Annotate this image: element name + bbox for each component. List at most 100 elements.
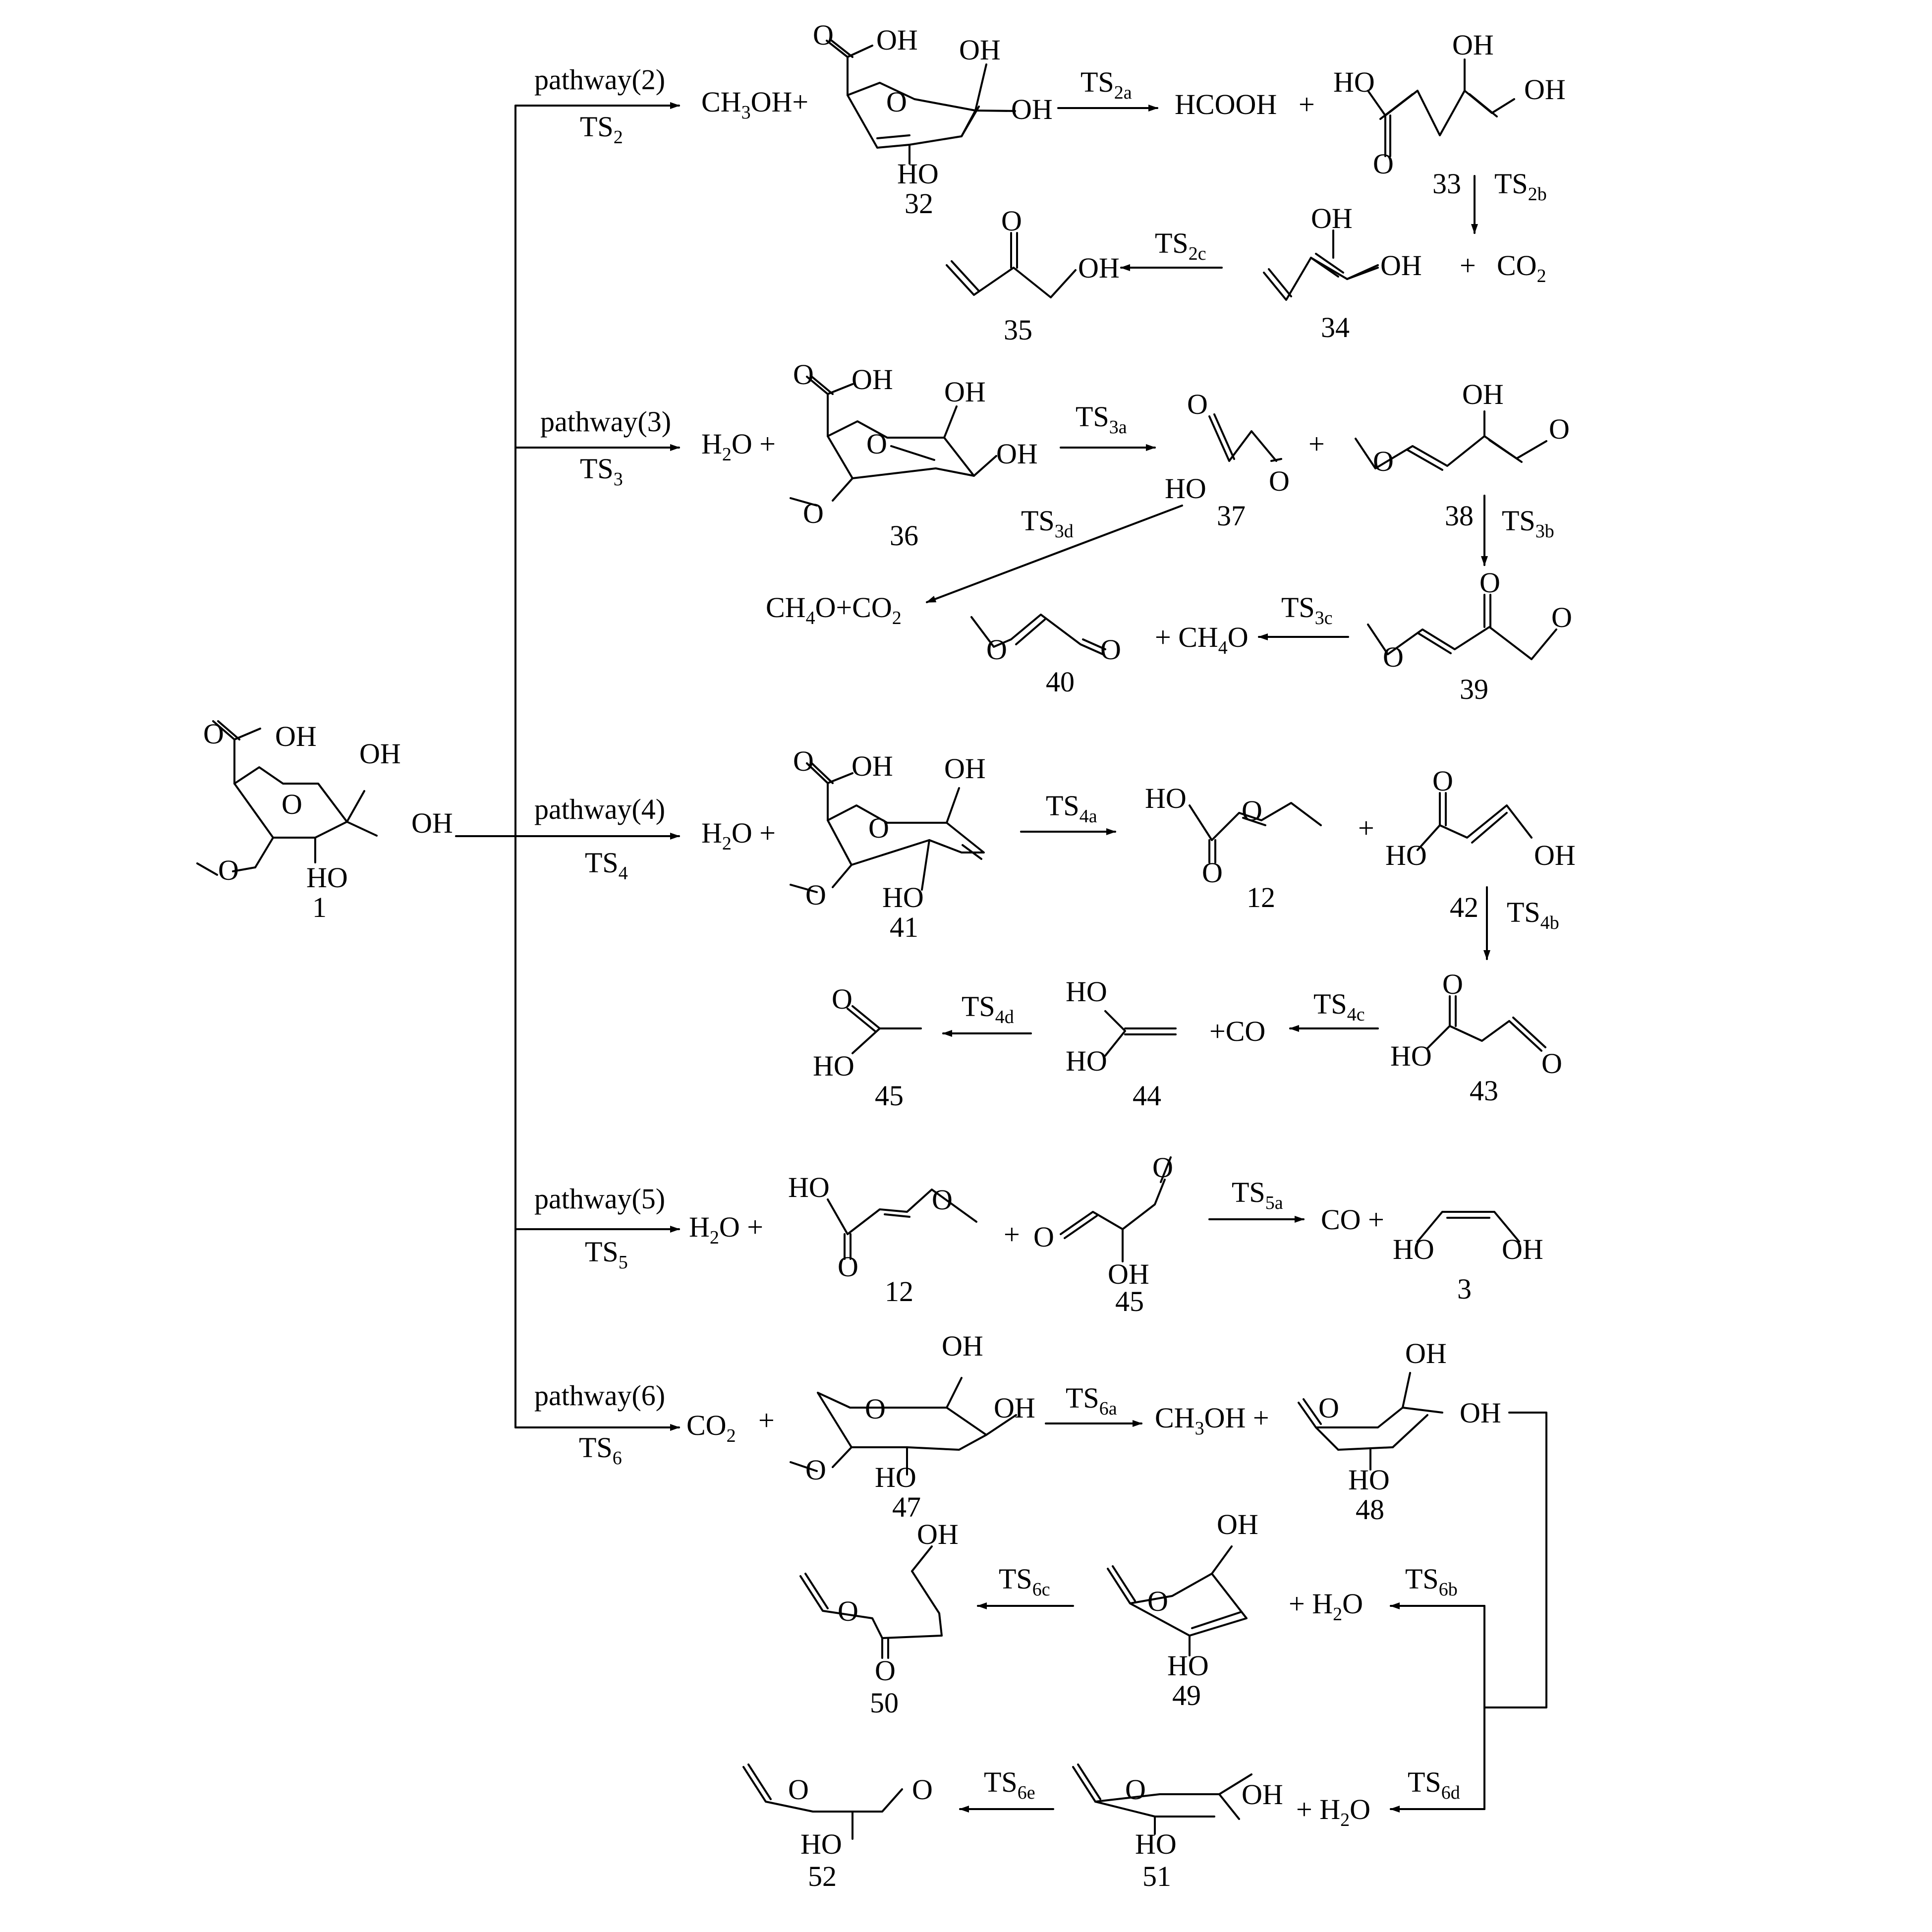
product-h2o-6b: + H2O: [1289, 1588, 1363, 1625]
molecule-38: [1355, 410, 1547, 471]
atom: O: [805, 1454, 826, 1486]
atom: HO: [1165, 472, 1206, 505]
species-id-3: 3: [1457, 1273, 1472, 1305]
species-id-42: 42: [1450, 891, 1478, 923]
atom: HO: [1348, 1464, 1390, 1496]
pathway-ts-3: TS3: [580, 453, 623, 490]
reagent-h2o-3: H2O +: [701, 428, 776, 465]
atom: OH: [852, 363, 893, 396]
species-id-49: 49: [1172, 1679, 1201, 1711]
pathway-ts-5: TS5: [585, 1236, 628, 1273]
species-id-38: 38: [1445, 500, 1474, 532]
atom: HO: [1167, 1649, 1209, 1682]
species-id-51: 51: [1142, 1860, 1171, 1892]
atom: O: [793, 745, 814, 777]
arrow-ts3d: [926, 505, 1183, 603]
atom: O: [1202, 856, 1223, 889]
product-ch4o-co2: CH4O+CO2: [766, 591, 902, 628]
atom: HO: [788, 1171, 830, 1203]
pathway-ts-4: TS4: [585, 847, 628, 884]
reagent-ch3oh-2: CH3OH+: [701, 86, 808, 123]
atom: O: [1187, 388, 1208, 420]
pathway-ts-2: TS2: [580, 111, 623, 148]
molecule-44: [1104, 1010, 1177, 1057]
ts-label-2a: TS2a: [1080, 66, 1132, 103]
atom: HO: [875, 1461, 916, 1493]
atom: OH: [1452, 29, 1494, 61]
product-co2-2: CO2: [1497, 249, 1546, 286]
ts-label-6b: TS6b: [1405, 1563, 1458, 1600]
atom: OH: [1242, 1778, 1283, 1811]
species-id-45-a: 45: [875, 1080, 904, 1112]
product-ch4o-3c: + CH4O: [1155, 621, 1249, 658]
atom: OH: [1311, 202, 1353, 234]
species-id-39: 39: [1460, 673, 1488, 705]
atom: O: [805, 879, 826, 911]
molecule-32: [826, 40, 1016, 165]
molecule-35: [946, 232, 1077, 298]
ts-label-3b: TS3b: [1502, 505, 1554, 542]
atom: HO: [1066, 975, 1107, 1008]
atom: O: [1432, 765, 1453, 797]
species-id-1: 1: [312, 891, 327, 923]
atom: O: [986, 633, 1007, 666]
atom: O: [866, 428, 887, 460]
atom: HO: [1393, 1233, 1434, 1265]
atom: OH: [1524, 73, 1566, 106]
molecule-40: [970, 614, 1106, 655]
atom: HO: [1145, 782, 1187, 814]
molecule-12-b: [827, 1189, 977, 1260]
atom: O: [1147, 1585, 1168, 1617]
atom: HO: [1135, 1828, 1177, 1860]
atom: OH: [1502, 1233, 1543, 1265]
atom: O: [1541, 1047, 1562, 1080]
atom: OH: [1380, 249, 1422, 282]
atom: HO: [1333, 66, 1375, 98]
species-id-33: 33: [1432, 168, 1461, 200]
atom: O: [832, 983, 852, 1015]
pathway-ts-6: TS6: [579, 1431, 622, 1469]
molecule-39: [1367, 594, 1557, 660]
atom: OH: [1217, 1508, 1258, 1540]
atom: O: [1318, 1392, 1339, 1424]
ts-label-6d: TS6d: [1408, 1766, 1460, 1803]
species-id-34: 34: [1321, 311, 1350, 343]
atom-o-methoxy: O: [218, 854, 239, 886]
atom-oh-right: OH: [411, 807, 453, 839]
atom: O: [1442, 968, 1463, 1000]
molecule-49: [1107, 1545, 1248, 1656]
atom: O: [1152, 1151, 1173, 1184]
pathway-label-2: pathway(2): [534, 63, 665, 96]
atom: O: [793, 358, 814, 391]
atom: O: [912, 1773, 933, 1806]
atom: OH: [917, 1518, 959, 1550]
species-id-43: 43: [1470, 1075, 1498, 1107]
atom-o-ring: O: [282, 788, 302, 820]
molecule-34: [1263, 229, 1379, 301]
species-id-35: 35: [1004, 314, 1032, 346]
atom: O: [1033, 1221, 1054, 1253]
reagent-co2-6: CO2: [686, 1409, 736, 1446]
atom: HO: [813, 1050, 854, 1082]
atom: O: [1383, 641, 1404, 673]
ts-label-6e: TS6e: [984, 1766, 1035, 1803]
atom: HO: [882, 881, 924, 913]
pathway-label-3: pathway(3): [540, 405, 671, 438]
molecule-47: [790, 1377, 1017, 1476]
molecule-37: [1208, 413, 1282, 462]
atom-ho-bottom: HO: [306, 861, 348, 894]
atom: HO: [897, 158, 939, 190]
molecule-3: [1417, 1211, 1520, 1243]
product-h2o-6d: + H2O: [1296, 1793, 1370, 1830]
plus-4a: +: [1358, 812, 1374, 844]
atom: HO: [1390, 1040, 1432, 1072]
plus-2b: +: [1460, 249, 1476, 282]
ts-label-6a: TS6a: [1066, 1382, 1117, 1419]
atom: OH: [852, 750, 893, 782]
species-id-40: 40: [1046, 666, 1075, 698]
ts-label-5a: TS5a: [1232, 1176, 1283, 1213]
pathway-label-4: pathway(4): [534, 793, 665, 825]
atom: O: [1549, 413, 1570, 445]
molecule-36: [790, 376, 997, 507]
ts-label-3a: TS3a: [1076, 400, 1127, 438]
